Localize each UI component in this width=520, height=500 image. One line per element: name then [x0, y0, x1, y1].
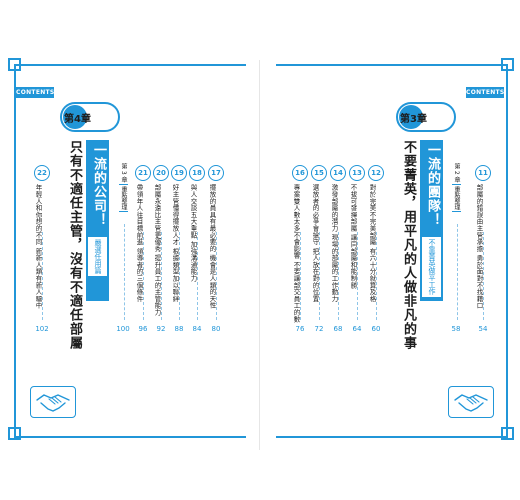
leader-line	[143, 232, 144, 320]
chapter-title: 一流的團隊！	[425, 143, 440, 227]
leader-line	[457, 224, 458, 320]
section-box: 重點整理	[119, 184, 128, 212]
leader-line	[483, 232, 484, 320]
leader-line	[124, 224, 125, 320]
entry-number: 11	[475, 165, 491, 181]
entry-number: 12	[368, 165, 384, 181]
entry-title: 年輕人和你想的不同 新新人類有新人驅中	[34, 184, 42, 309]
chapter-label: 第3章	[400, 114, 427, 125]
entry-title: 對於完美不完美部屬 有六十分就算及格	[368, 184, 376, 302]
handshake-icon	[454, 394, 488, 412]
entry-title: 專案雙人數太多不會影響 不要讓部交員工的數	[292, 184, 300, 323]
contents-tab: CONTENTS	[466, 87, 505, 98]
entry-title: 部屬永遠比主管更優秀 提升員工的主管能力	[153, 184, 161, 316]
leader-line	[42, 232, 43, 320]
chapter-disc	[63, 105, 87, 129]
page-number: 88	[174, 325, 184, 333]
leader-line	[216, 232, 217, 320]
handshake-icon	[36, 394, 70, 412]
right-page: CONTENTS 第3章 一流的團隊！ 不靠菁英做平工作 不要菁英，用平凡的人做…	[260, 0, 520, 500]
entry-number: 14	[330, 165, 346, 181]
toc-entry[interactable]: 21 帶領年人往目標前進 領導者的三個條件	[135, 165, 151, 302]
section-page-number: 100	[116, 325, 130, 333]
page-number: 54	[478, 325, 488, 333]
entry-number: 20	[153, 165, 169, 181]
leader-line	[300, 232, 301, 320]
chapter-subtitle: 不要菁英，用平凡的人做非凡的事	[401, 140, 416, 350]
page-number: 60	[371, 325, 381, 333]
chapter-tag: 不靠菁英做平工作	[422, 236, 441, 297]
page-number: 96	[138, 325, 148, 333]
page-number: 64	[352, 325, 362, 333]
corner-ornament	[8, 58, 21, 71]
page-number: 76	[295, 325, 305, 333]
page-number: 102	[35, 325, 49, 333]
section-page-number: 58	[451, 325, 461, 333]
left-page: CONTENTS 第4章 一流的公司！ 嚴選任用篇 只有不適任主管，沒有不適任部…	[16, 87, 224, 418]
entry-number: 15	[311, 165, 327, 181]
contents-tab: CONTENTS	[16, 87, 55, 98]
entry-number: 21	[135, 165, 151, 181]
left-page-frame	[14, 64, 246, 438]
toc-entry[interactable]: 13 不拔可發揮部屬 讓同部屬和能制勝	[349, 165, 365, 288]
page-number: 68	[333, 325, 343, 333]
toc-entry[interactable]: 18 與人交談五大重點 加強溝通能力	[189, 165, 205, 282]
leader-line	[197, 232, 198, 320]
page-number: 84	[192, 325, 202, 333]
entry-title: 部屬的錯誤由主管承擔 勇於面對不找藉口	[475, 184, 483, 309]
entry-number: 17	[208, 165, 224, 181]
toc-entry[interactable]: 16 專案雙人數太多不會影響 不要讓部交員工的數	[292, 165, 308, 322]
entry-title: 選放者的必爭會搶守 把人放在對的位置	[311, 184, 319, 302]
entry-title: 帶領年人往目標前進 領導者的三個條件	[135, 184, 143, 302]
entry-title: 與人交談五大重點 加強溝通能力	[189, 184, 197, 282]
chapter-badge: 第4章	[60, 102, 120, 132]
entry-title: 不拔可發揮部屬 讓同部屬和能制勝	[349, 184, 357, 289]
section-box: 重點整理	[452, 184, 461, 212]
page-number: 92	[156, 325, 166, 333]
chapter-subtitle: 只有不適任主管，沒有不適任部屬	[67, 140, 82, 350]
handshake-box	[448, 386, 494, 418]
page-number: 80	[211, 325, 221, 333]
entry-title: 好主管懂得擺放人才 根據類型加以聯絆	[171, 184, 179, 302]
toc-entry[interactable]: 11 部屬的錯誤由主管承擔 勇於面對不找藉口	[475, 165, 491, 309]
page-number: 72	[314, 325, 324, 333]
right-page-frame	[276, 64, 508, 438]
leader-line	[179, 232, 180, 320]
handshake-box	[30, 386, 76, 418]
chapter-disc	[399, 105, 423, 129]
entry-number: 16	[292, 165, 308, 181]
corner-ornament	[501, 427, 514, 440]
section-label: 第 2 章	[453, 163, 460, 183]
leader-line	[357, 232, 358, 320]
chapter-title-banner: 一流的公司！ 嚴選任用篇	[86, 140, 109, 301]
corner-ornament	[501, 58, 514, 71]
section-label: 第 3 章	[120, 163, 127, 183]
entry-title: 擺放的員具有最必要的 機會是人類的天性	[208, 184, 216, 309]
chapter-title: 一流的公司！	[91, 143, 106, 227]
toc-entry[interactable]: 19 好主管懂得擺放人才 根據類型加以聯絆	[171, 165, 187, 302]
leader-line	[338, 232, 339, 320]
entry-title: 激發部屬的潛力 現場的部屬的工作動力	[330, 184, 338, 302]
leader-line	[319, 232, 320, 320]
leader-line	[161, 232, 162, 320]
corner-ornament	[8, 427, 21, 440]
entry-number: 13	[349, 165, 365, 181]
toc-entry[interactable]: 20 部屬永遠比主管更優秀 提升員工的主管能力	[153, 165, 169, 316]
chapter-label: 第4章	[64, 114, 91, 125]
entry-number: 19	[171, 165, 187, 181]
page-gutter	[259, 60, 260, 450]
toc-entry[interactable]: 12 對於完美不完美部屬 有六十分就算及格	[368, 165, 384, 302]
chapter-badge: 第3章	[396, 102, 456, 132]
toc-entry[interactable]: 17 擺放的員具有最必要的 機會是人類的天性	[208, 165, 224, 309]
toc-entry[interactable]: 15 選放者的必爭會搶守 把人放在對的位置	[311, 165, 327, 302]
entry-number: 22	[34, 165, 50, 181]
chapter-title-banner: 一流的團隊！ 不靠菁英做平工作	[420, 140, 443, 301]
entry-number: 18	[189, 165, 205, 181]
chapter-tag: 嚴選任用篇	[88, 236, 107, 276]
leader-line	[376, 232, 377, 320]
toc-entry[interactable]: 14 激發部屬的潛力 現場的部屬的工作動力	[330, 165, 346, 302]
toc-entry[interactable]: 22 年輕人和你想的不同 新新人類有新人驅中	[34, 165, 50, 309]
